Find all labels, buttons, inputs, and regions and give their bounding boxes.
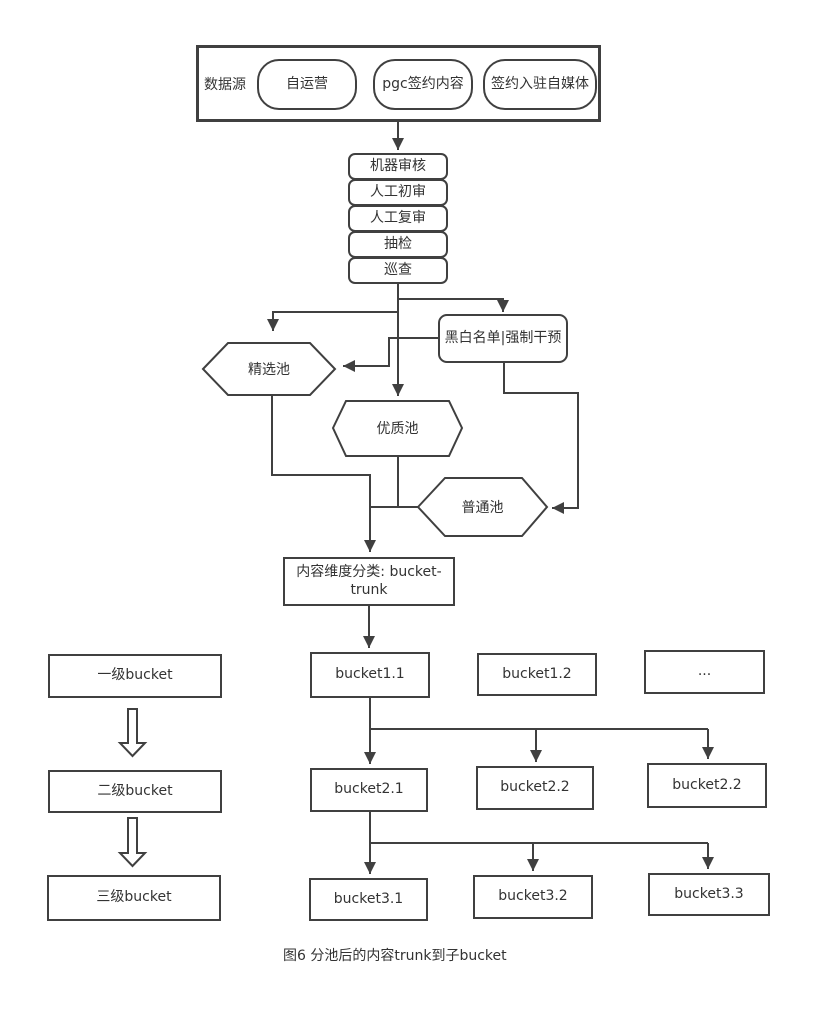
channel-pgc-signed: pgc签约内容 [373,59,473,110]
review-step-patrol: 巡查 [348,257,448,284]
bucket-3-3: bucket3.3 [648,873,770,916]
connectors [267,122,714,874]
bucket-1-2: bucket1.2 [477,653,597,696]
bucket-3-2: bucket3.2 [473,875,593,919]
connector-featured-pool-to-trunk [271,395,376,552]
bucket-3-1: bucket3.1 [309,878,428,921]
connector-review-to-featured-pool [267,311,398,331]
review-step-machine: 机器审核 [348,153,448,180]
intervention-box: 黑白名单|强制干预 [438,314,568,363]
premium-pool-label: 优质池 [376,421,419,437]
premium-pool-hexagon [331,400,464,457]
pool-shapes [117,342,549,868]
review-step-second-manual: 人工复审 [348,205,448,232]
bucket-1-more: ... [644,650,765,694]
block-arrow-level1-to-level2 [117,708,148,758]
data-source-label: 数据源 [204,76,246,93]
block-arrow-level2-to-level3 [117,817,148,868]
connector-intervention-to-normal-pool [503,362,579,514]
connector-review-to-intervention [398,298,509,312]
bucket-1-1: bucket1.1 [310,652,430,698]
bucket-2-2-right: bucket2.2 [647,763,767,808]
normal-pool-hexagon [416,477,549,537]
review-step-sampling: 抽检 [348,231,448,258]
bucket-2-1: bucket2.1 [310,768,428,812]
level2-bucket-box: 二级bucket [48,770,222,813]
featured-pool-label: 精选池 [248,362,290,378]
channel-signed-media: 签约入驻自媒体 [483,59,597,110]
normal-pool-label: 普通池 [461,500,504,516]
figure-caption: 图6 分池后的内容trunk到子bucket [283,948,507,964]
review-step-first-manual: 人工初审 [348,179,448,206]
level3-bucket-box: 三级bucket [47,875,221,921]
channel-self-operated: 自运营 [257,59,357,110]
trunk-classification-box: 内容维度分类: bucket-trunk [283,557,455,606]
featured-pool-hexagon [201,342,337,396]
level1-bucket-box: 一级bucket [48,654,222,698]
bucket-2-2-mid: bucket2.2 [476,766,594,810]
connector-intervention-to-featured-pool [343,337,438,372]
